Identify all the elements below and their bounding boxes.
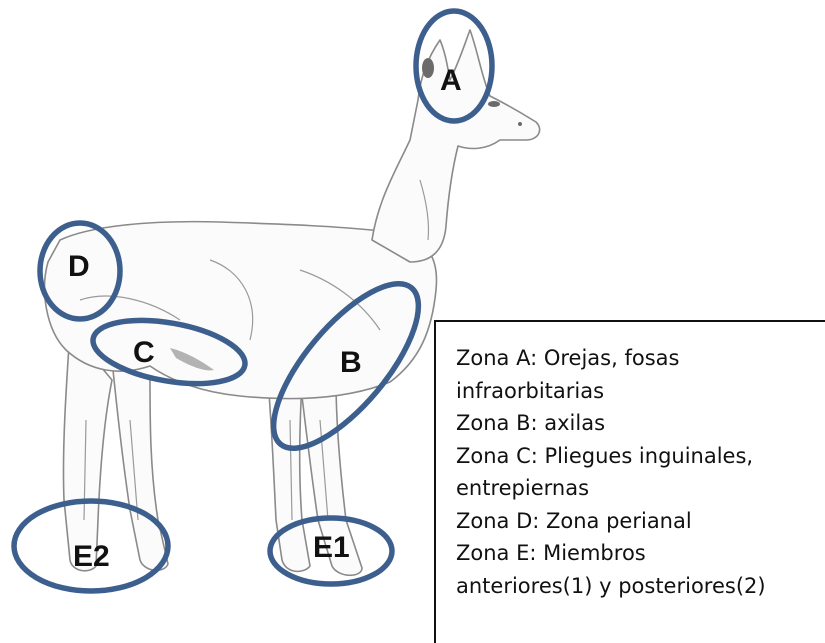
legend-line: anteriores(1) y posteriores(2): [456, 570, 825, 603]
zone-e1-label: E1: [313, 531, 350, 564]
legend-line: Zona E: Miembros: [456, 537, 825, 570]
legend-line: infraorbitarias: [456, 375, 825, 408]
zone-e2-label: E2: [73, 540, 110, 573]
zone-a-label: A: [440, 64, 462, 97]
legend-box: Zona A: Orejas, fosas infraorbitarias Zo…: [434, 320, 825, 643]
zone-c-label: C: [133, 336, 155, 369]
zone-d-label: D: [68, 250, 90, 283]
legend-line: Zona D: Zona perianal: [456, 505, 825, 538]
legend-list: Zona A: Orejas, fosas infraorbitarias Zo…: [456, 342, 825, 602]
legend-line: Zona A: Orejas, fosas: [456, 342, 825, 375]
legend-line: entrepiernas: [456, 472, 825, 505]
legend-line: Zona B: axilas: [456, 407, 825, 440]
legend-line: Zona C: Pliegues inguinales,: [456, 440, 825, 473]
zone-b-label: B: [340, 346, 362, 379]
